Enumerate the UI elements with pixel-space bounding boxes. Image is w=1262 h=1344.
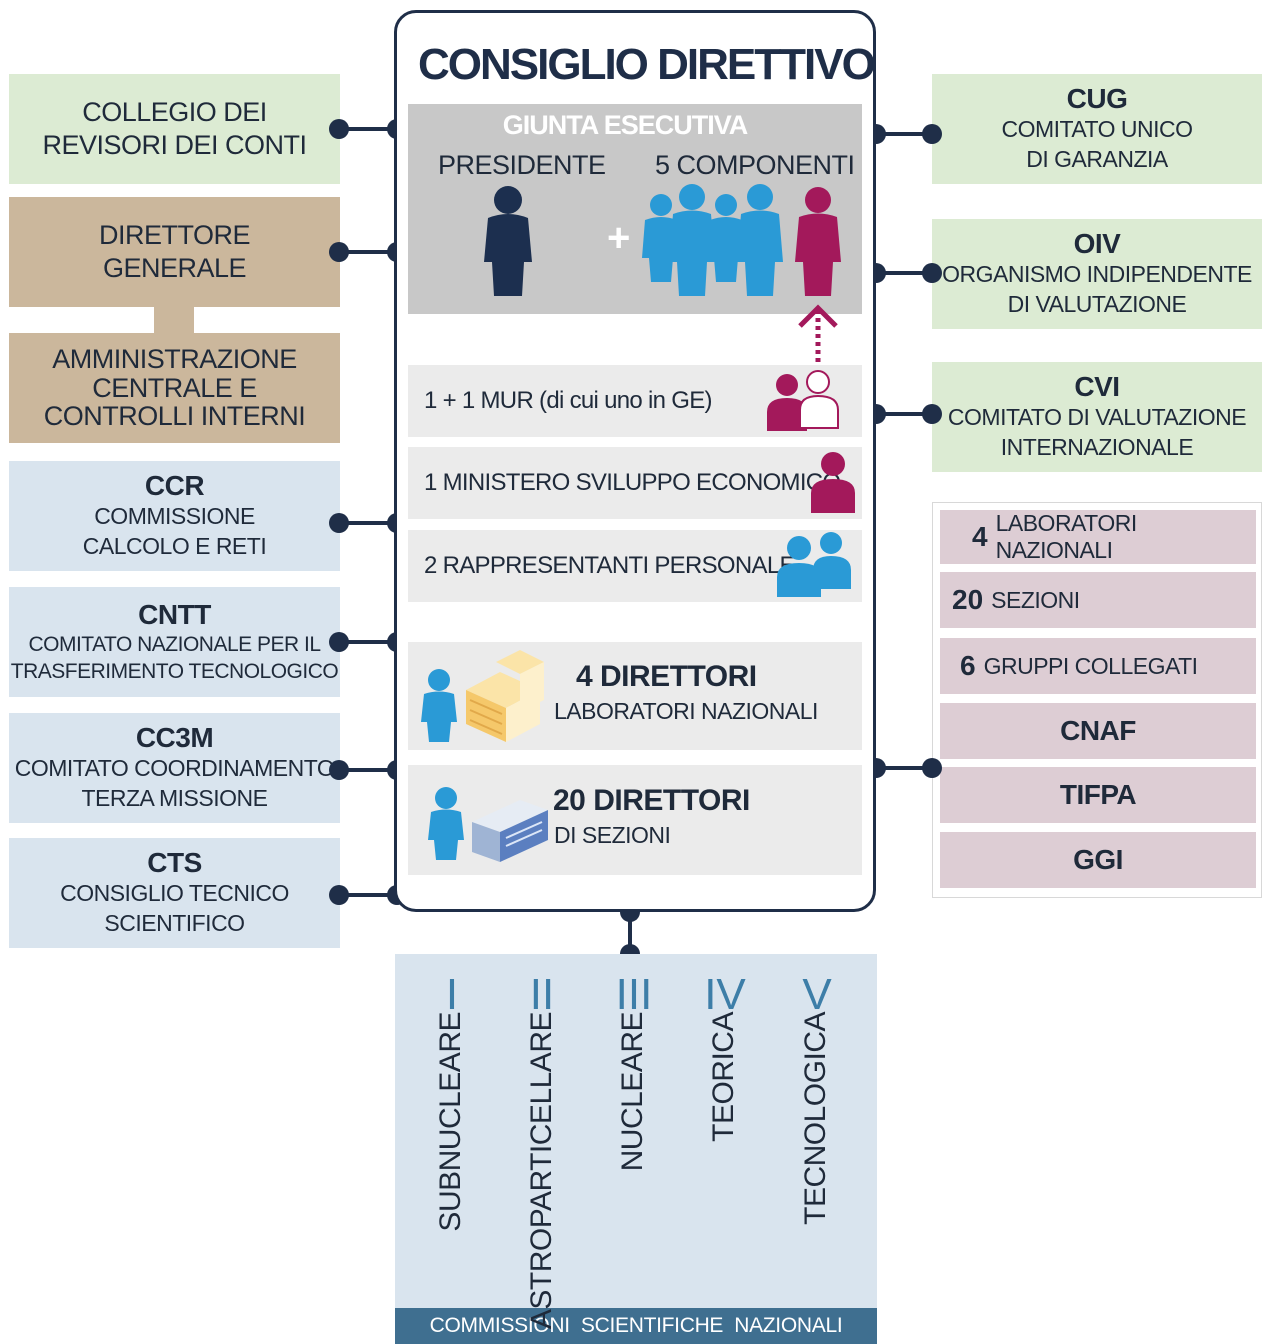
- row-mur: 1 + 1 MUR (di cui uno in GE): [408, 365, 862, 437]
- row-mise: 1 MINISTERO SVILUPPO ECONOMICO: [408, 447, 862, 519]
- cvi-name: COMITATO DI VALUTAZIONE INTERNAZIONALE: [947, 404, 1247, 460]
- gruppi-txt: GRUPPI COLLEGATI: [983, 652, 1198, 679]
- oiv-abbr: OIV: [1073, 228, 1121, 260]
- page-title: CONSIGLIO DIRETTIVO: [418, 40, 876, 89]
- commissione-1-numeral: I: [445, 970, 459, 1019]
- tifpa-label: TIFPA: [1059, 779, 1137, 810]
- collegio-revisori-label: COLLEGIO DEI REVISORI DEI CONTI: [42, 97, 307, 160]
- gruppi-item: 6 GRUPPI COLLEGATI: [940, 638, 1256, 694]
- commissioni-footer: COMMISSIONI SCIENTIFICHE NAZIONALI: [395, 1308, 877, 1344]
- cntt-name: COMITATO NAZIONALE PER IL TRASFERIMENTO …: [10, 632, 339, 683]
- commissione-1-name: SUBNUCLEARE: [434, 1012, 467, 1232]
- row-mur-label: 1 + 1 MUR (di cui uno in GE): [424, 387, 713, 414]
- lab-title: 4 DIRETTORI: [576, 660, 757, 693]
- sez-sub: DI SEZIONI: [554, 822, 671, 848]
- sezioni-txt: SEZIONI: [991, 586, 1080, 613]
- commissione-3-numeral: III: [615, 970, 653, 1019]
- presidente-label: PRESIDENTE: [438, 150, 606, 180]
- gruppi-num: 6: [960, 650, 976, 681]
- commissione-4-numeral: IV: [704, 970, 746, 1019]
- amministrazione-label: AMMINISTRAZIONE CENTRALE E CONTROLLI INT…: [43, 344, 306, 432]
- cts-name: CONSIGLIO TECNICO SCIENTIFICO: [60, 880, 289, 936]
- cts-box: CTS CONSIGLIO TECNICO SCIENTIFICO: [9, 838, 340, 948]
- plus-sign: +: [607, 216, 631, 260]
- commissione-5-numeral: V: [802, 970, 832, 1019]
- cc3m-name: COMITATO COORDINAMENTO TERZA MISSIONE: [14, 755, 335, 811]
- row-sezioni: [408, 765, 862, 875]
- cvi-abbr: CVI: [1074, 371, 1120, 403]
- sezioni-num: 20: [952, 584, 984, 615]
- direttore-generale-box: DIRETTORE GENERALE: [9, 197, 340, 307]
- oiv-box: OIV ORGANISMO INDIPENDENTE DI VALUTAZION…: [932, 219, 1262, 329]
- row-laboratori: [408, 642, 862, 750]
- tifpa-item: TIFPA: [940, 767, 1256, 823]
- commissione-3-name: NUCLEARE: [616, 1012, 649, 1172]
- labs-item: 4 LABORATORI NAZIONALI: [940, 510, 1256, 564]
- ccr-abbr: CCR: [144, 470, 205, 502]
- cntt-abbr: CNTT: [138, 598, 211, 630]
- cc3m-box: CC3M COMITATO COORDINAMENTO TERZA MISSIO…: [9, 713, 340, 823]
- commissioni-footer-label: COMMISSIONI SCIENTIFICHE NAZIONALI: [429, 1314, 843, 1337]
- ccr-name: COMMISSIONE CALCOLO E RETI: [82, 503, 267, 559]
- direttore-generale-label: DIRETTORE GENERALE: [98, 220, 251, 283]
- cntt-box: CNTT COMITATO NAZIONALE PER IL TRASFERIM…: [9, 587, 340, 697]
- row-mise-label: 1 MINISTERO SVILUPPO ECONOMICO: [424, 469, 841, 496]
- commissione-5-name: TECNOLOGICA: [799, 1012, 832, 1225]
- amministrazione-box: AMMINISTRAZIONE CENTRALE E CONTROLLI INT…: [9, 333, 340, 443]
- cvi-box: CVI COMITATO DI VALUTAZIONE INTERNAZIONA…: [932, 362, 1262, 472]
- oiv-name: ORGANISMO INDIPENDENTE DI VALUTAZIONE: [942, 261, 1252, 317]
- sez-title: 20 DIRETTORI: [553, 784, 750, 817]
- direttore-amministrazione-link: [154, 305, 194, 337]
- commissione-4-name: TEORICA: [707, 1012, 740, 1142]
- ccr-box: CCR COMMISSIONE CALCOLO E RETI: [9, 461, 340, 571]
- cnaf-label: CNAF: [1060, 715, 1136, 746]
- cug-box: CUG COMITATO UNICO DI GARANZIA: [932, 74, 1262, 184]
- cc3m-abbr: CC3M: [135, 722, 214, 754]
- componenti-label: 5 COMPONENTI: [655, 150, 855, 180]
- commissione-2-name: ASTROPARTICELLARE: [525, 1012, 558, 1330]
- labs-num: 4: [972, 521, 988, 552]
- commissioni-panel: [395, 954, 877, 1308]
- ggi-label: GGI: [1073, 844, 1123, 875]
- cug-abbr: CUG: [1066, 83, 1128, 115]
- commissione-2-numeral: II: [529, 970, 555, 1019]
- row-personale: 2 RAPPRESENTANTI PERSONALE: [408, 530, 862, 602]
- giunta-title: GIUNTA ESECUTIVA: [502, 110, 749, 140]
- ggi-item: GGI: [940, 832, 1256, 888]
- cts-abbr: CTS: [147, 847, 202, 879]
- labs-txt: LABORATORI NAZIONALI: [995, 510, 1138, 563]
- cnaf-item: CNAF: [940, 703, 1256, 759]
- lab-sub: LABORATORI NAZIONALI: [554, 698, 818, 724]
- giunta-esecutiva-panel: [408, 104, 862, 314]
- sezioni-item: 20 SEZIONI: [940, 572, 1256, 628]
- row-personale-label: 2 RAPPRESENTANTI PERSONALE: [424, 552, 795, 579]
- cug-name: COMITATO UNICO DI GARANZIA: [1001, 116, 1193, 172]
- collegio-revisori-box: COLLEGIO DEI REVISORI DEI CONTI: [9, 74, 340, 184]
